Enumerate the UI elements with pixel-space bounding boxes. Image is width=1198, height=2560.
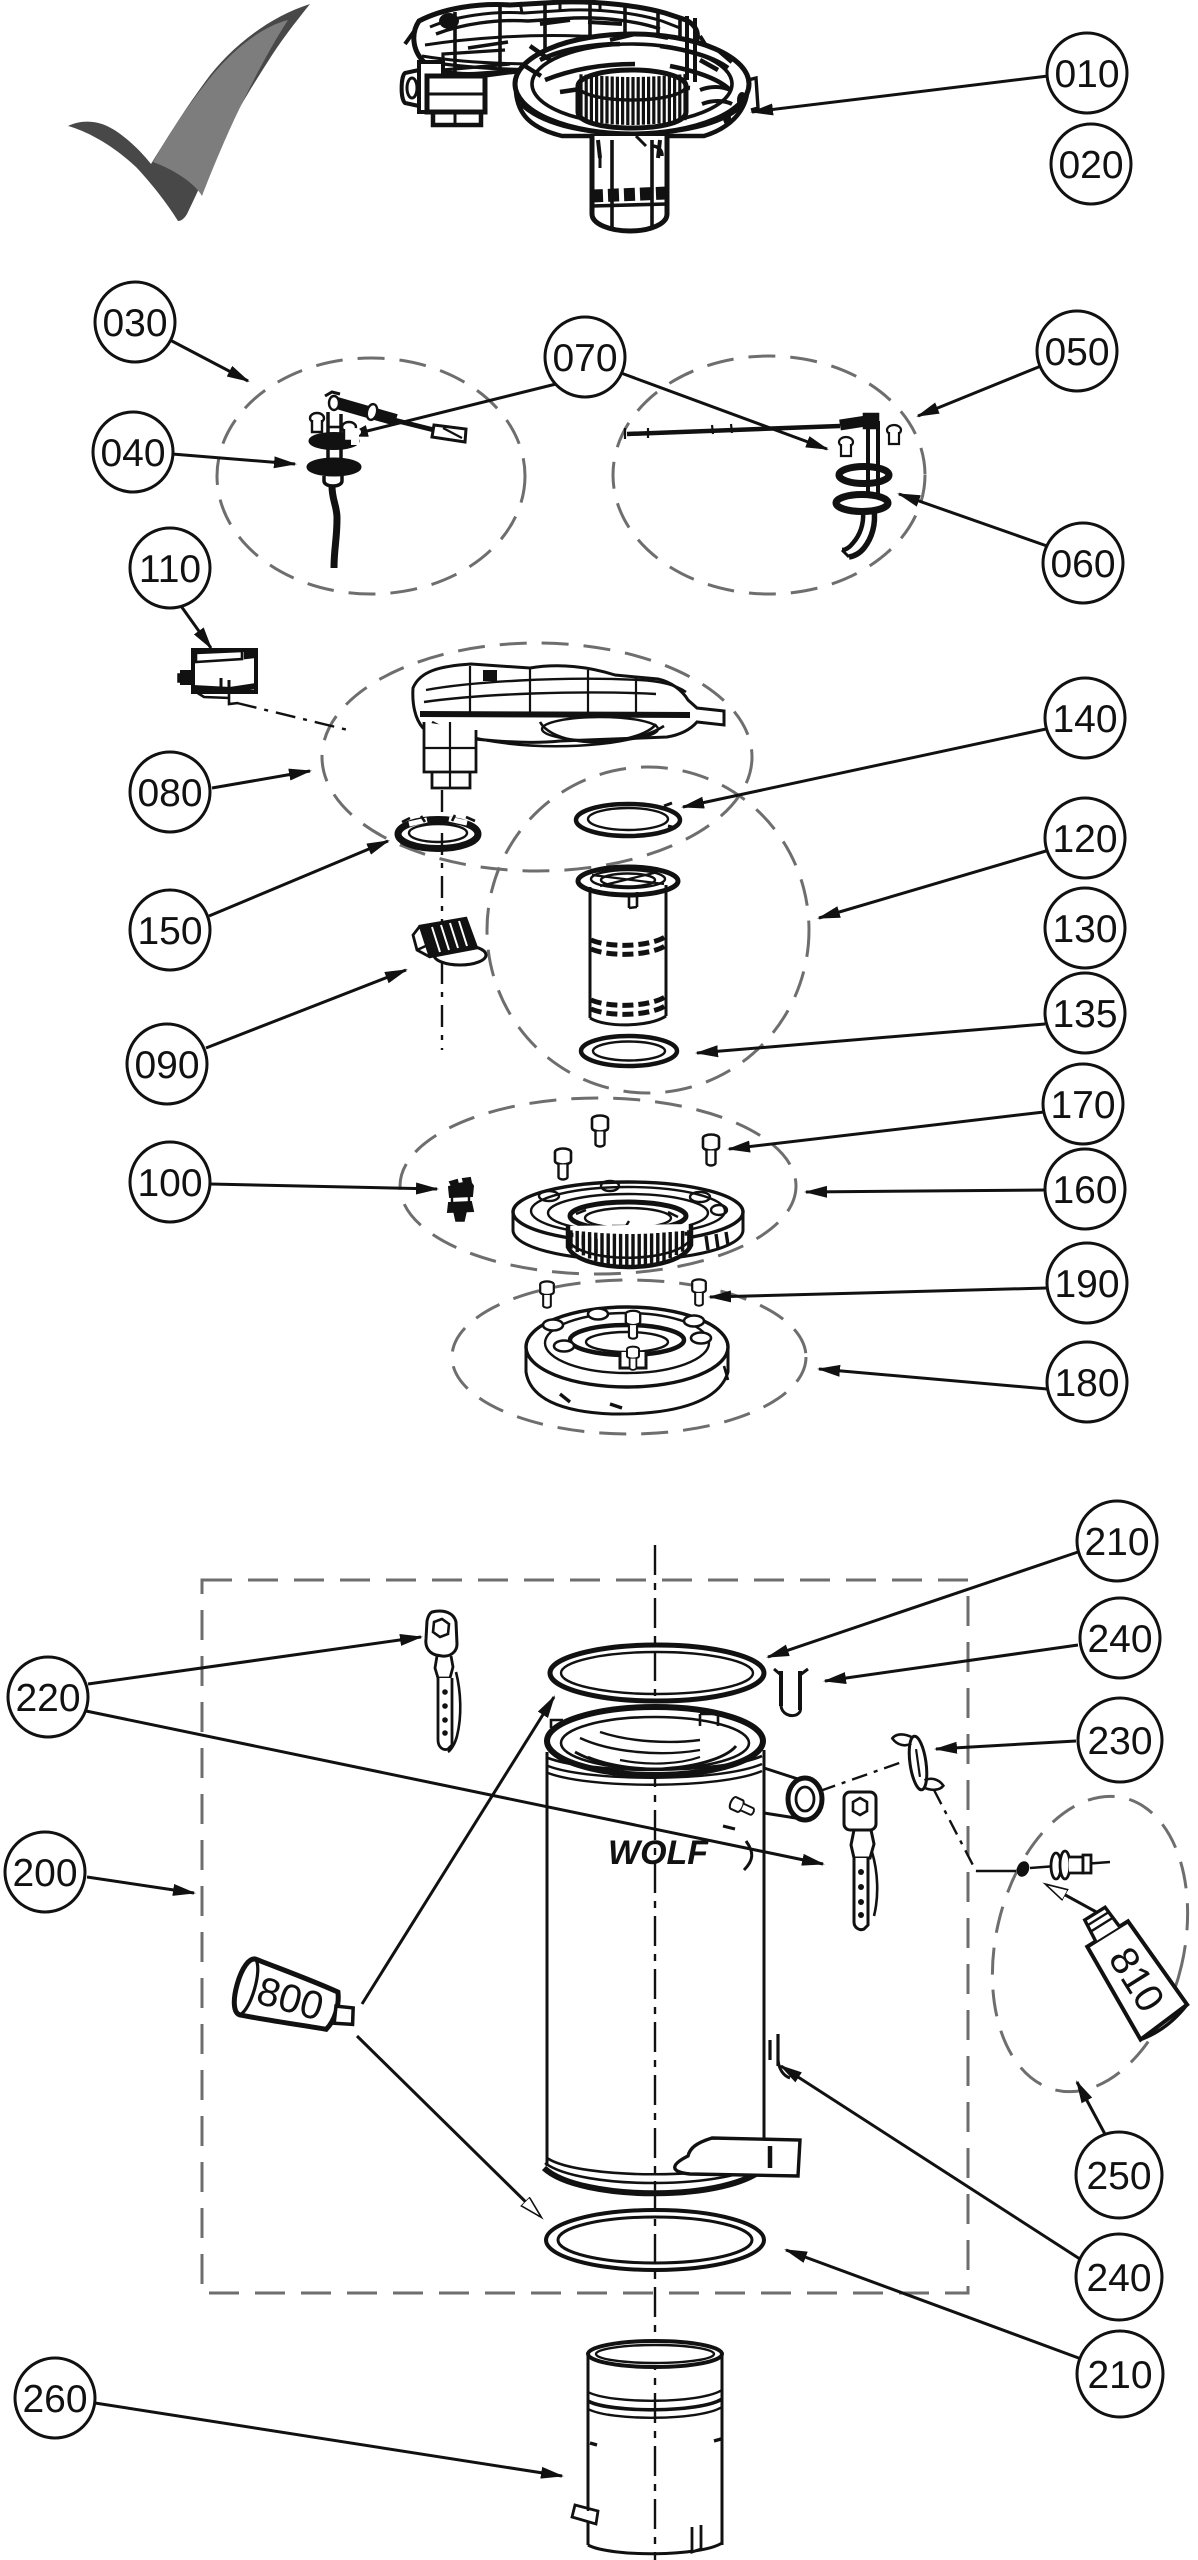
svg-text:020: 020 — [1058, 144, 1123, 187]
svg-text:150: 150 — [137, 910, 202, 953]
svg-text:060: 060 — [1050, 543, 1115, 586]
svg-text:240: 240 — [1086, 2257, 1151, 2300]
svg-text:010: 010 — [1054, 53, 1119, 96]
svg-text:100: 100 — [137, 1162, 202, 1205]
svg-text:030: 030 — [102, 302, 167, 345]
svg-text:210: 210 — [1087, 2354, 1152, 2397]
svg-text:200: 200 — [12, 1852, 77, 1895]
svg-text:240: 240 — [1087, 1618, 1152, 1661]
svg-text:180: 180 — [1054, 1362, 1119, 1405]
svg-text:135: 135 — [1052, 993, 1117, 1036]
svg-text:140: 140 — [1052, 698, 1117, 741]
svg-text:120: 120 — [1052, 818, 1117, 861]
svg-text:170: 170 — [1050, 1084, 1115, 1127]
svg-text:050: 050 — [1044, 331, 1109, 374]
svg-text:260: 260 — [22, 2378, 87, 2421]
svg-text:070: 070 — [552, 337, 617, 380]
svg-text:190: 190 — [1054, 1263, 1119, 1306]
svg-text:090: 090 — [134, 1044, 199, 1087]
svg-text:WOLF: WOLF — [608, 1834, 709, 1872]
svg-text:130: 130 — [1052, 908, 1117, 951]
svg-text:040: 040 — [100, 432, 165, 475]
svg-text:160: 160 — [1052, 1169, 1117, 1212]
svg-text:250: 250 — [1086, 2155, 1151, 2198]
svg-text:080: 080 — [137, 772, 202, 815]
svg-text:110: 110 — [139, 548, 201, 591]
svg-text:230: 230 — [1087, 1720, 1152, 1763]
svg-text:220: 220 — [15, 1677, 80, 1720]
svg-text:210: 210 — [1084, 1521, 1149, 1564]
